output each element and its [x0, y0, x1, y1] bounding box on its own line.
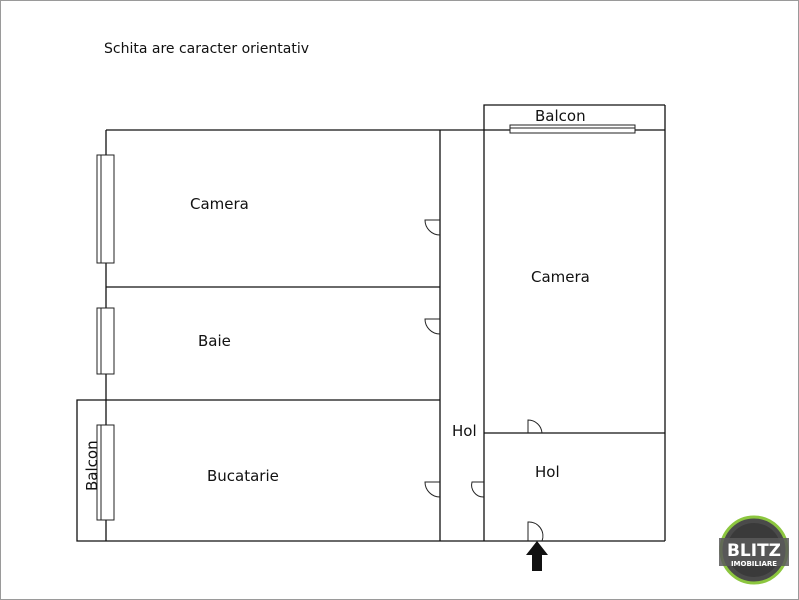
window-icon: [96, 307, 115, 375]
entrance-arrow-icon: [526, 541, 548, 571]
logo-sub: IMOBILIARE: [731, 560, 777, 568]
logo-brand: BLITZ: [727, 541, 781, 561]
door-swing-icon: [527, 419, 543, 434]
window-icon: [96, 154, 115, 264]
door-swing-icon: [424, 318, 441, 335]
room-label-hol-right: Hol: [535, 463, 560, 481]
room-label-camera-right: Camera: [531, 268, 590, 286]
room-label-balcon-left: Balcon: [83, 440, 101, 491]
walls-right-block: [483, 104, 666, 541]
windows: [96, 124, 636, 521]
room-label-bucatarie: Bucatarie: [207, 467, 279, 485]
room-label-baie: Baie: [198, 332, 231, 350]
room-label-hol-corridor: Hol: [452, 422, 477, 440]
door-swing-icon: [424, 219, 441, 236]
door-swing-icon: [471, 481, 485, 498]
door-swing-icon: [424, 481, 441, 498]
walls-left-block: [76, 129, 665, 542]
window-icon: [509, 124, 636, 134]
doors: [424, 219, 544, 542]
room-label-camera-left: Camera: [190, 195, 249, 213]
plan-note: Schita are caracter orientativ: [104, 41, 309, 57]
door-swing-icon: [527, 521, 544, 542]
room-label-balcon-top: Balcon: [535, 107, 586, 125]
blitz-logo: BLITZ IMOBILIARE: [719, 515, 789, 585]
